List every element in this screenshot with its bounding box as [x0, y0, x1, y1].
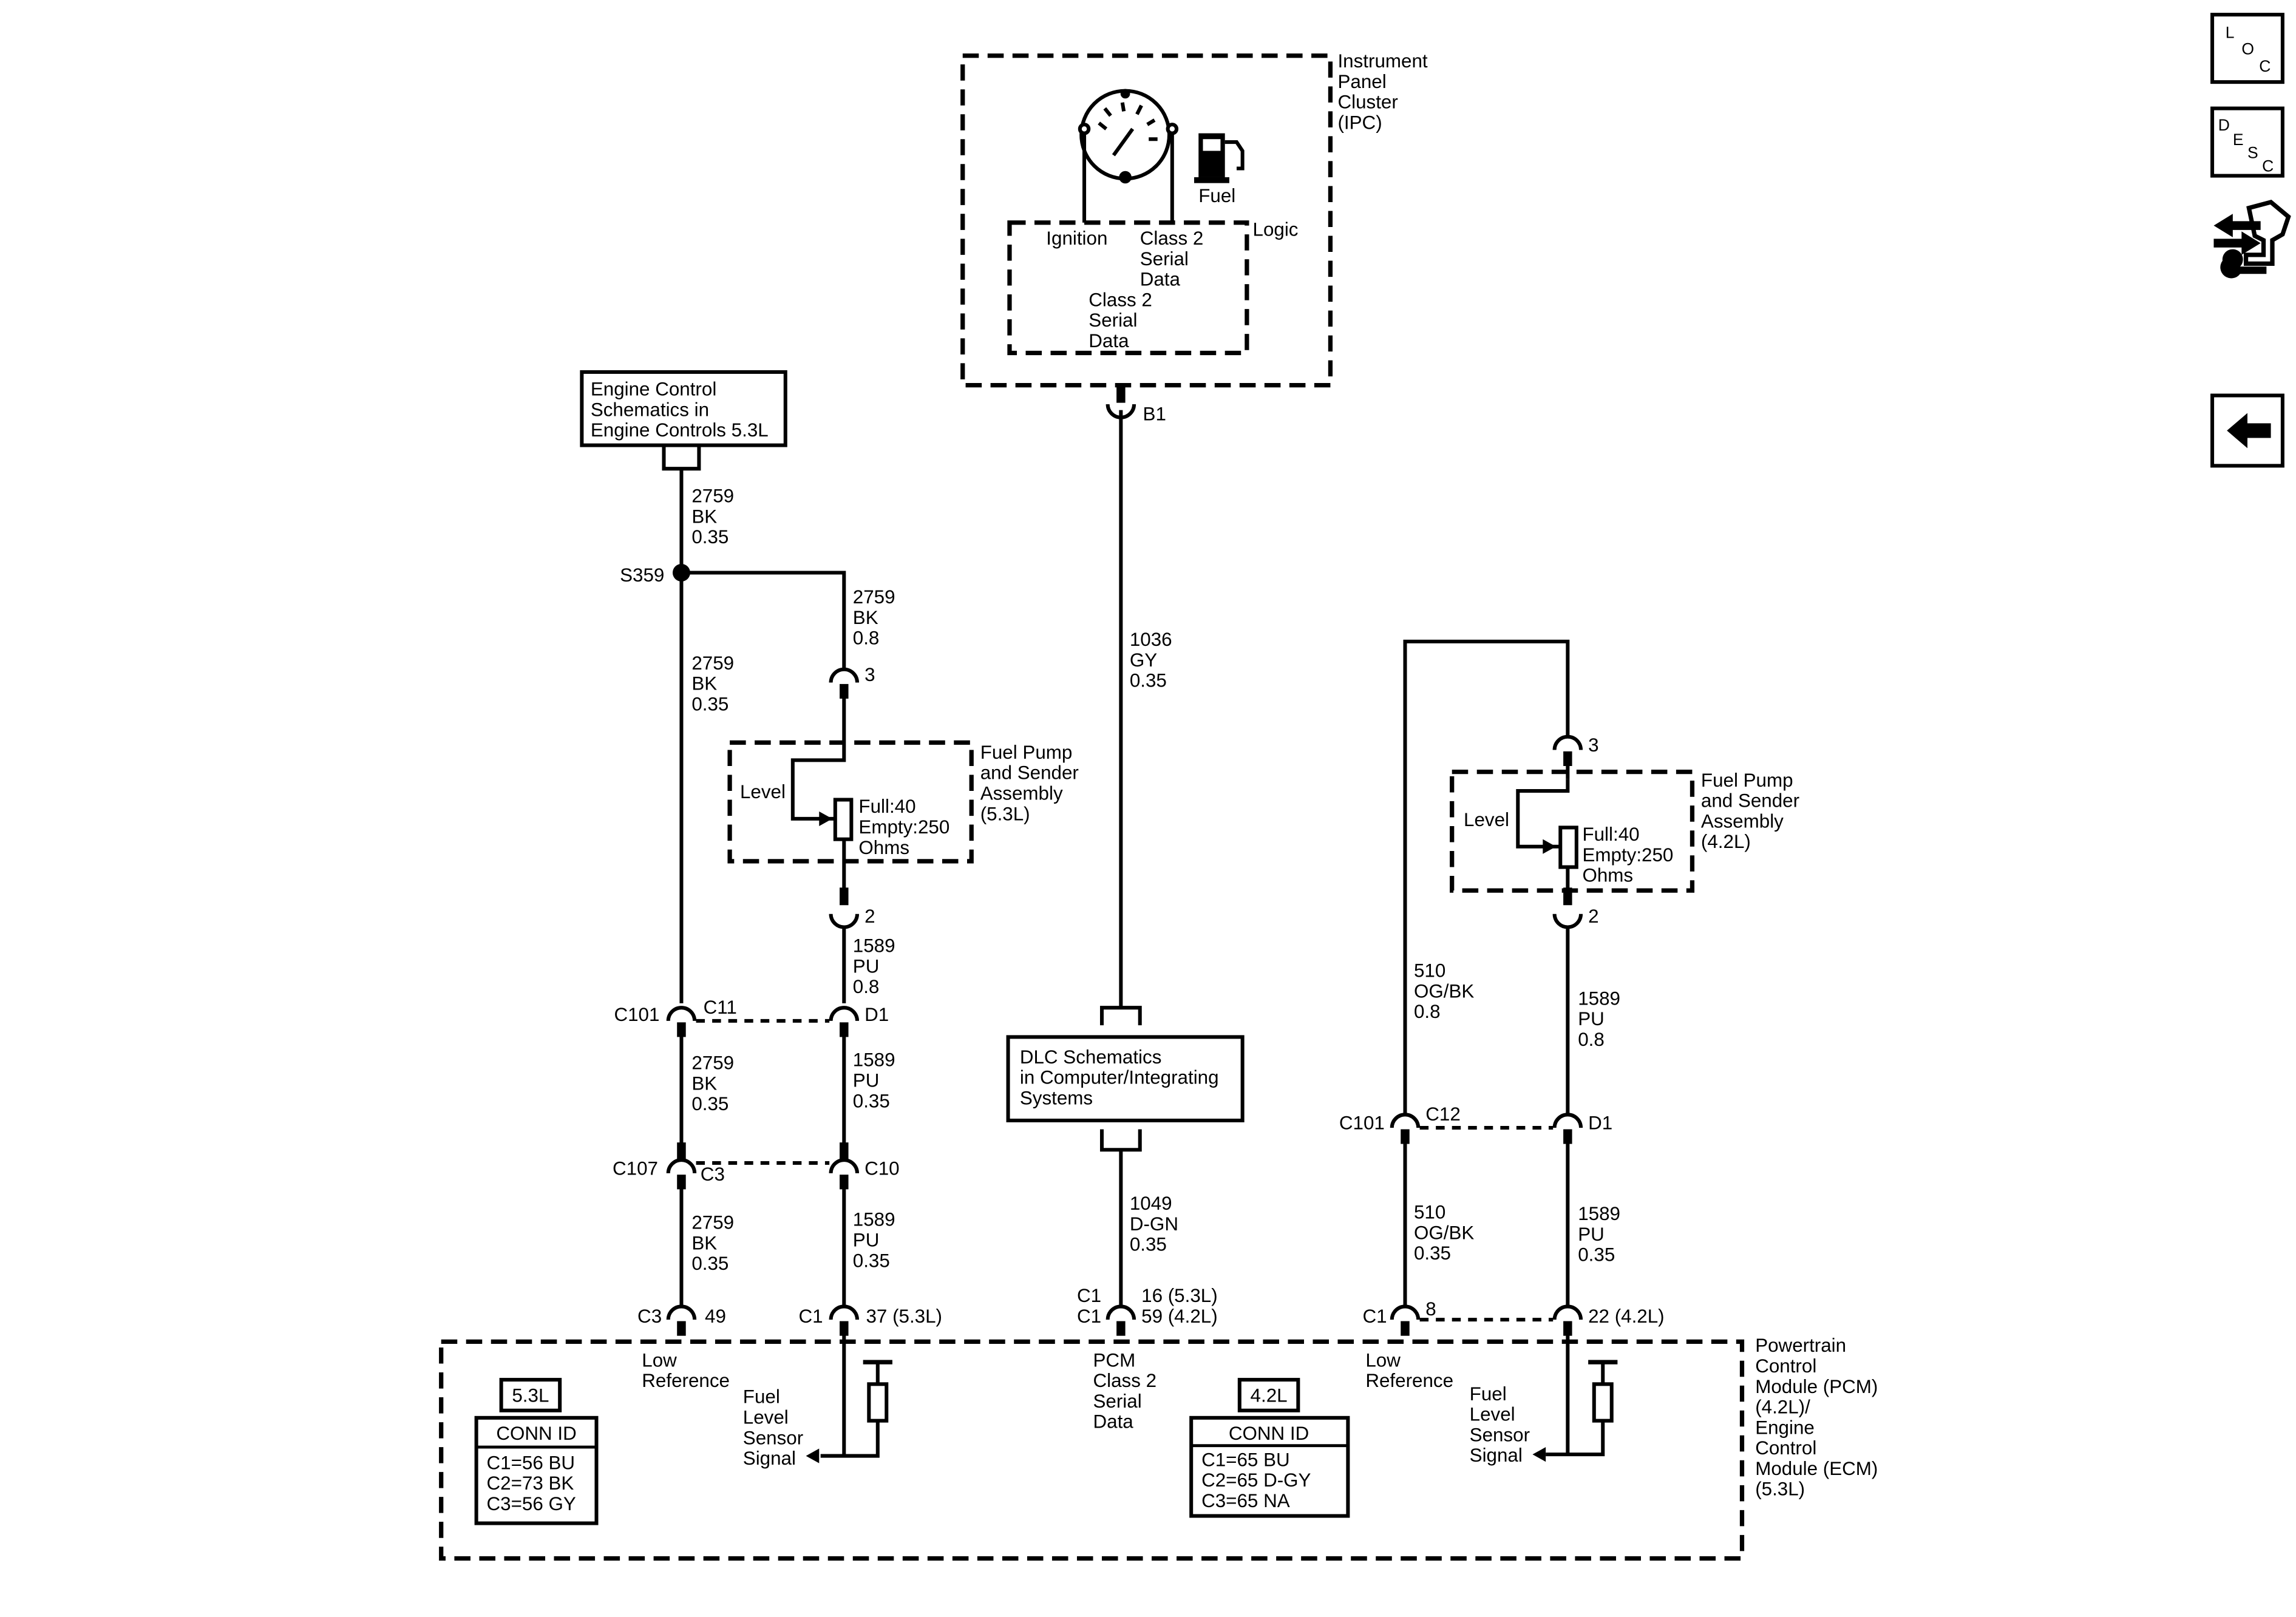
splice-s359-dot — [672, 564, 690, 581]
svg-text:Logic: Logic — [1253, 219, 1299, 240]
svg-text:D1: D1 — [864, 1004, 889, 1025]
svg-text:C10: C10 — [864, 1158, 900, 1179]
svg-text:C11: C11 — [704, 997, 737, 1018]
svg-text:Fuel: Fuel — [1198, 185, 1235, 206]
svg-text:S359: S359 — [620, 564, 664, 586]
svg-text:S: S — [2247, 144, 2258, 162]
svg-text:D1: D1 — [1588, 1112, 1612, 1133]
svg-text:3: 3 — [1588, 734, 1598, 756]
svg-text:2: 2 — [1588, 906, 1598, 927]
svg-text:C1: C1 — [1363, 1306, 1387, 1327]
svg-text:C: C — [2262, 157, 2274, 175]
svg-text:L: L — [2226, 24, 2235, 42]
connector-links — [696, 1019, 1554, 1322]
svg-text:Level: Level — [740, 781, 786, 802]
svg-text:C3: C3 — [701, 1164, 725, 1185]
loc-button[interactable]: L O C — [2210, 13, 2284, 84]
svg-text:C107: C107 — [613, 1158, 658, 1179]
svg-text:37 (5.3L): 37 (5.3L) — [866, 1306, 942, 1327]
svg-text:5.3L: 5.3L — [512, 1385, 549, 1406]
svg-text:C101: C101 — [614, 1004, 659, 1025]
svg-text:C3: C3 — [637, 1306, 662, 1327]
svg-text:3: 3 — [864, 664, 875, 685]
svg-text:49: 49 — [705, 1306, 726, 1327]
svg-text:Ignition: Ignition — [1046, 228, 1107, 249]
svg-text:O: O — [2241, 39, 2254, 58]
connector-pins — [677, 385, 1572, 1336]
gauge-icon — [1078, 89, 1179, 223]
svg-text:D: D — [2218, 116, 2230, 134]
connector-labels: S359 C101 C11 D1 C107 C3 C10 C101 C12 D1… — [613, 564, 1665, 1327]
svg-text:C101: C101 — [1339, 1112, 1385, 1133]
svg-text:C12: C12 — [1425, 1103, 1461, 1125]
svg-text:E: E — [2233, 131, 2244, 149]
desc-button[interactable]: D E S C — [2210, 106, 2284, 178]
svg-text:4.2L: 4.2L — [1251, 1385, 1288, 1406]
arrowheads — [806, 811, 1557, 1463]
svg-text:C: C — [2259, 57, 2271, 75]
svg-text:59 (4.2L): 59 (4.2L) — [1141, 1306, 1218, 1327]
swap-wrench-icon[interactable] — [2213, 200, 2291, 279]
svg-text:22 (4.2L): 22 (4.2L) — [1588, 1306, 1665, 1327]
svg-text:16 (5.3L): 16 (5.3L) — [1141, 1285, 1218, 1306]
svg-text:CONN ID: CONN ID — [1229, 1423, 1309, 1444]
svg-text:C1: C1 — [1077, 1306, 1101, 1327]
svg-text:C1: C1 — [1077, 1285, 1101, 1306]
back-arrow-icon[interactable] — [2210, 393, 2284, 468]
svg-text:CONN ID: CONN ID — [496, 1423, 576, 1444]
wire-lines — [679, 410, 1605, 1458]
svg-text:Level: Level — [1464, 809, 1509, 830]
resistor-symbols — [833, 798, 1614, 1423]
fuel-pump-icon — [1194, 133, 1245, 183]
svg-text:8: 8 — [1425, 1298, 1436, 1320]
svg-text:2: 2 — [864, 906, 875, 927]
ipc-module — [960, 53, 1333, 388]
svg-text:B1: B1 — [1143, 404, 1166, 425]
svg-text:C1: C1 — [798, 1306, 823, 1327]
